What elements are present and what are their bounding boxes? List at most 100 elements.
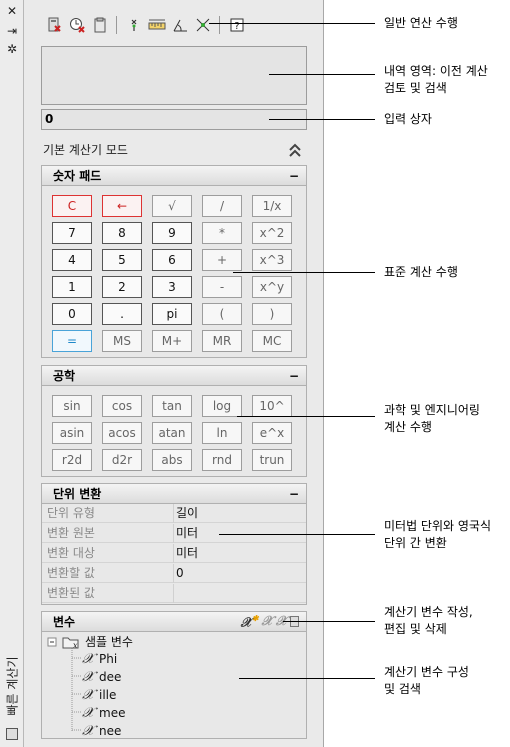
callout-text: 일반 연산 수행 [384, 16, 458, 30]
grid-divider [173, 524, 174, 543]
numpad-key[interactable]: x^3 [252, 249, 292, 271]
numpad-key[interactable]: 0 [52, 303, 92, 325]
delete-variable-icon[interactable]: 𝒳 [275, 613, 287, 629]
numpad-key[interactable]: ( [202, 303, 242, 325]
edit-variable-icon[interactable]: 𝒳 [261, 613, 273, 629]
numpad-key[interactable]: x^y [252, 276, 292, 298]
get-coordinates-icon[interactable] [124, 16, 143, 35]
engineering-key[interactable]: sin [52, 395, 92, 417]
help-icon[interactable]: ? [227, 16, 246, 35]
variable-group[interactable]: x 샘플 변수 [62, 634, 133, 650]
numpad-key[interactable]: + [202, 249, 242, 271]
unit-conversion-header[interactable]: 단위 변환 − [42, 484, 306, 504]
engineering-key[interactable]: r2d [52, 449, 92, 471]
unit-conversion-value[interactable]: 미터 [176, 526, 199, 540]
numpad-key[interactable]: √ [152, 195, 192, 217]
callout-text: 내역 영역: 이전 계산 검토 및 검색 [384, 64, 488, 95]
numpad-key[interactable]: - [202, 276, 242, 298]
engineering-key[interactable]: ln [202, 422, 242, 444]
unit-conversion-row[interactable]: 변환된 값 [42, 584, 306, 603]
numpad-key[interactable]: 7 [52, 222, 92, 244]
callout-line [283, 621, 375, 622]
new-variable-icon[interactable]: 𝒳✱ [240, 612, 259, 631]
numpad-key[interactable]: 4 [52, 249, 92, 271]
numpad-key[interactable]: C [52, 195, 92, 217]
history-area[interactable] [41, 46, 307, 105]
collapse-icon[interactable] [288, 142, 302, 158]
numpad-key[interactable]: 8 [102, 222, 142, 244]
input-box[interactable]: 0 [41, 109, 307, 130]
numpad-key[interactable]: 9 [152, 222, 192, 244]
engineering-key[interactable]: trun [252, 449, 292, 471]
callout-line [269, 119, 375, 120]
variable-name: mee [99, 706, 126, 720]
engineering-key[interactable]: acos [102, 422, 142, 444]
autohide-icon[interactable]: ⇥ [6, 24, 18, 38]
unit-conversion-label: 변환 대상 [47, 546, 95, 560]
numpad-key[interactable]: 3 [152, 276, 192, 298]
numpad-key[interactable]: 5 [102, 249, 142, 271]
number-pad-header[interactable]: 숫자 패드 − [42, 166, 306, 186]
numpad-key[interactable]: ) [252, 303, 292, 325]
engineering-key[interactable]: atan [152, 422, 192, 444]
engineering-key[interactable]: d2r [102, 449, 142, 471]
numpad-key[interactable]: MS [102, 330, 142, 352]
engineering-key[interactable]: abs [152, 449, 192, 471]
angle-icon[interactable] [170, 16, 189, 35]
numpad-key[interactable]: 6 [152, 249, 192, 271]
clear-history-icon[interactable] [67, 16, 86, 35]
numpad-key[interactable]: 1 [52, 276, 92, 298]
numpad-key[interactable]: MR [202, 330, 242, 352]
engineering-key[interactable]: tan [152, 395, 192, 417]
numpad-key[interactable]: . [102, 303, 142, 325]
number-pad-toggle[interactable]: − [288, 168, 299, 183]
numpad-key[interactable]: x^2 [252, 222, 292, 244]
svg-text:x: x [73, 641, 78, 649]
numpad-key[interactable]: 2 [102, 276, 142, 298]
engineering-toggle[interactable]: − [288, 368, 299, 383]
clear-icon[interactable] [44, 16, 63, 35]
variable-icon: 𝒳 [82, 723, 95, 739]
engineering-key[interactable]: log [202, 395, 242, 417]
unit-conversion-value[interactable]: 0 [176, 566, 184, 580]
properties-icon[interactable]: ✲ [6, 42, 18, 56]
engineering-key[interactable]: asin [52, 422, 92, 444]
callout-text: 입력 상자 [384, 112, 432, 126]
palette-title: 빠른 계산기 [5, 656, 20, 716]
numpad-key[interactable]: MC [252, 330, 292, 352]
variables-header[interactable]: 변수 𝒳✱ 𝒳 𝒳 [42, 612, 306, 632]
close-icon[interactable]: ✕ [6, 4, 18, 18]
engineering-header[interactable]: 공학 − [42, 366, 306, 386]
numpad-key[interactable]: * [202, 222, 242, 244]
unit-conversion-row[interactable]: 변환 대상 미터 [42, 544, 306, 563]
variable-name: ille [99, 688, 117, 702]
engineering-key[interactable]: e^x [252, 422, 292, 444]
intersection-icon[interactable] [193, 16, 212, 35]
distance-icon[interactable] [147, 16, 166, 35]
numpad-key[interactable]: pi [152, 303, 192, 325]
numpad-key[interactable]: 1/x [252, 195, 292, 217]
unit-conversion-toggle[interactable]: − [288, 486, 299, 501]
numpad-key[interactable]: / [202, 195, 242, 217]
unit-conversion-value[interactable]: 미터 [176, 546, 199, 560]
numpad-key[interactable]: ← [102, 195, 142, 217]
variable-icon: 𝒳 [82, 705, 95, 721]
engineering-key[interactable]: cos [102, 395, 142, 417]
numpad-key[interactable]: = [52, 330, 92, 352]
numpad-key[interactable]: M+ [152, 330, 192, 352]
paste-icon[interactable] [90, 16, 109, 35]
unit-conversion-value[interactable]: 길이 [176, 506, 199, 520]
callout-line [219, 534, 375, 535]
engineering-key[interactable]: rnd [202, 449, 242, 471]
engineering-key[interactable]: 10^ [252, 395, 292, 417]
